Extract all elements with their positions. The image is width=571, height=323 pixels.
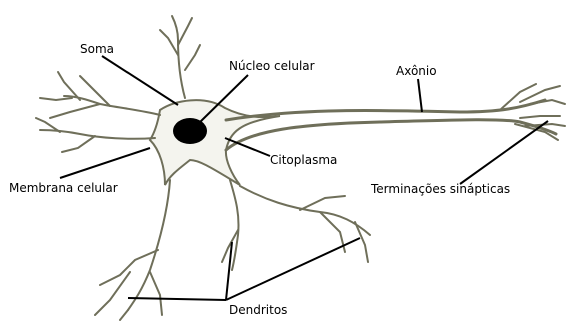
dendrite-leader-3	[226, 238, 360, 300]
label-cytoplasm: Citoplasma	[270, 153, 337, 167]
label-membrane: Membrana celular	[9, 181, 118, 195]
label-dendrites: Dendritos	[229, 303, 287, 317]
membrane-leader	[60, 148, 150, 178]
label-axon: Axônio	[396, 64, 437, 78]
dendrite-leader-1	[128, 298, 226, 300]
leader-lines	[60, 56, 548, 300]
soma-body	[150, 100, 280, 185]
axon-shape	[226, 100, 556, 150]
axon-leader	[418, 79, 422, 112]
label-nucleus: Núcleo celular	[229, 59, 315, 73]
nucleus-shape	[173, 118, 207, 144]
terminals-leader	[460, 121, 548, 184]
label-soma: Soma	[80, 42, 114, 56]
label-terminals: Terminações sinápticas	[371, 182, 510, 196]
dendrites-shape	[36, 16, 370, 320]
soma-leader	[102, 56, 178, 105]
